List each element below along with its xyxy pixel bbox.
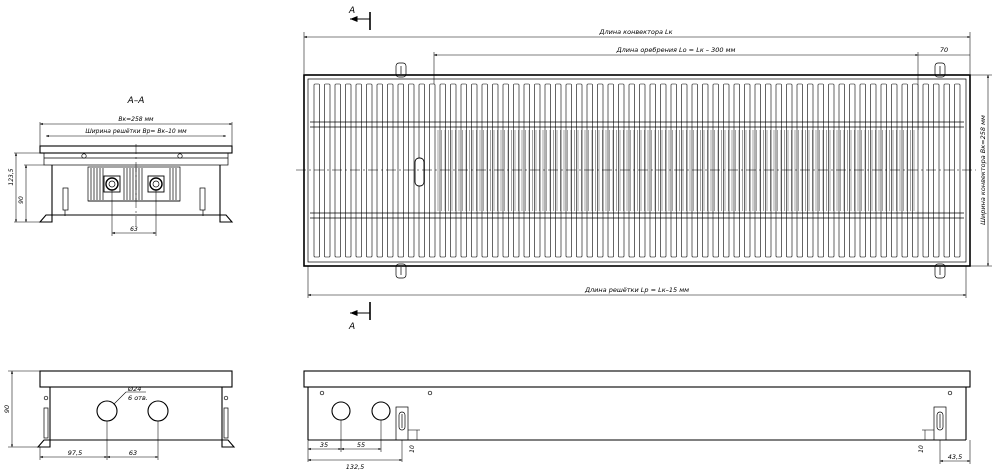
grille-slat: [733, 83, 740, 258]
grille-slat: [775, 83, 782, 258]
end-dim-90: 90: [3, 405, 11, 413]
grille-slat: [670, 83, 677, 258]
grille-slat: [786, 83, 793, 258]
grille-slat: [628, 83, 635, 258]
grille-slat: [460, 83, 467, 258]
grille-slat: [324, 83, 331, 258]
end-dim-63: 63: [129, 449, 137, 457]
grille-slat: [954, 83, 961, 258]
grille-slat: [439, 83, 446, 258]
grille-slat: [618, 83, 625, 258]
section-dim-height-123: 123,5: [8, 168, 15, 185]
grille-slat: [345, 83, 352, 258]
grille-slat: [796, 83, 803, 258]
dim-width-vertical: Ширина конвектора Bк=258 мм: [979, 115, 987, 225]
grille-slat: [597, 83, 604, 258]
grille-slat: [397, 83, 404, 258]
grille-slat: [450, 83, 457, 258]
grille-slat: [534, 83, 541, 258]
grille-slat: [355, 83, 362, 258]
grille-slat: [334, 83, 341, 258]
grille-slat: [576, 83, 583, 258]
grille-slat: [387, 83, 394, 258]
grille-slat: [681, 83, 688, 258]
grille-slat: [849, 83, 856, 258]
grille-slat: [901, 83, 908, 258]
section-view: A–A Bк=258 мм Ширина решётки Bр= Bк–10 м…: [8, 96, 234, 236]
side-view: 35 55 132,5 10 10 43,5: [303, 370, 971, 471]
grille-slat: [639, 83, 646, 258]
grille-slat: [660, 83, 667, 258]
grille-slat: [555, 83, 562, 258]
section-dim-grille-width: Ширина решётки Bр= Bк–10 мм: [85, 128, 187, 135]
grille-slat: [523, 83, 530, 258]
side-dim-43-5: 43,5: [948, 453, 962, 461]
side-dim-55: 55: [357, 441, 365, 449]
grille-slat: [313, 83, 320, 258]
grille-slat: [481, 83, 488, 258]
end-dim-97-5: 97,5: [68, 449, 82, 457]
grille-slat: [754, 83, 761, 258]
cut-label-top: A: [348, 6, 355, 16]
grille-slat: [828, 83, 835, 258]
cut-label-bottom: A: [348, 322, 355, 332]
grille-slat: [544, 83, 551, 258]
grille-slat: [492, 83, 499, 258]
grille-slat: [691, 83, 698, 258]
grille-slat: [817, 83, 824, 258]
grille-slats: [313, 83, 961, 258]
grille-handle: [414, 157, 425, 187]
side-dim-132-5: 132,5: [346, 463, 365, 471]
dim-fin-length: Длина оребрения Lo = Lк – 300 мм: [616, 46, 736, 54]
grille-slat: [429, 83, 436, 258]
section-title: A–A: [127, 96, 145, 106]
grille-slat: [891, 83, 898, 258]
grille-slat: [870, 83, 877, 258]
grille-slat: [586, 83, 593, 258]
grille-slat: [765, 83, 772, 258]
grille-slat: [408, 83, 415, 258]
grille-slat: [838, 83, 845, 258]
end-view: Ø24 6 отв. 90 97,5 63: [3, 370, 236, 460]
grille-slat: [933, 83, 940, 258]
grille-slat: [807, 83, 814, 258]
grille-slat: [366, 83, 373, 258]
dim-grille-length: Длина решётки Lp = Lк–15 мм: [584, 286, 689, 294]
grille-slat: [712, 83, 719, 258]
top-view: A A Длина конвектора Lк Длина оребрения …: [296, 6, 992, 332]
grille-slat: [607, 83, 614, 258]
dim-length: Длина конвектора Lк: [598, 28, 672, 36]
side-dim-10-right: 10: [918, 445, 925, 453]
grille-slat: [880, 83, 887, 258]
section-dim-63: 63: [130, 226, 138, 233]
grille-slat: [723, 83, 730, 258]
section-dim-height-90: 90: [18, 196, 25, 204]
side-dim-35: 35: [320, 441, 328, 449]
grille-slat: [376, 83, 383, 258]
dim-70: 70: [940, 46, 948, 54]
section-dim-width: Bк=258 мм: [118, 116, 154, 123]
grille-slat: [859, 83, 866, 258]
end-dim-hole: Ø24: [127, 385, 141, 393]
grille-slat: [922, 83, 929, 258]
grille-slat: [513, 83, 520, 258]
grille-slat: [943, 83, 950, 258]
heat-exchanger-fins: [437, 130, 915, 211]
grille-slat: [649, 83, 656, 258]
grille-slat: [912, 83, 919, 258]
mounting-tabs: [395, 62, 946, 279]
end-dim-holes-count: 6 отв.: [128, 394, 148, 402]
grille-slat: [471, 83, 478, 258]
grille-slat: [702, 83, 709, 258]
side-dim-10-left: 10: [409, 445, 416, 453]
grille-slat: [565, 83, 572, 258]
section-fins: [90, 168, 177, 200]
grille-slat: [502, 83, 509, 258]
grille-slat: [744, 83, 751, 258]
